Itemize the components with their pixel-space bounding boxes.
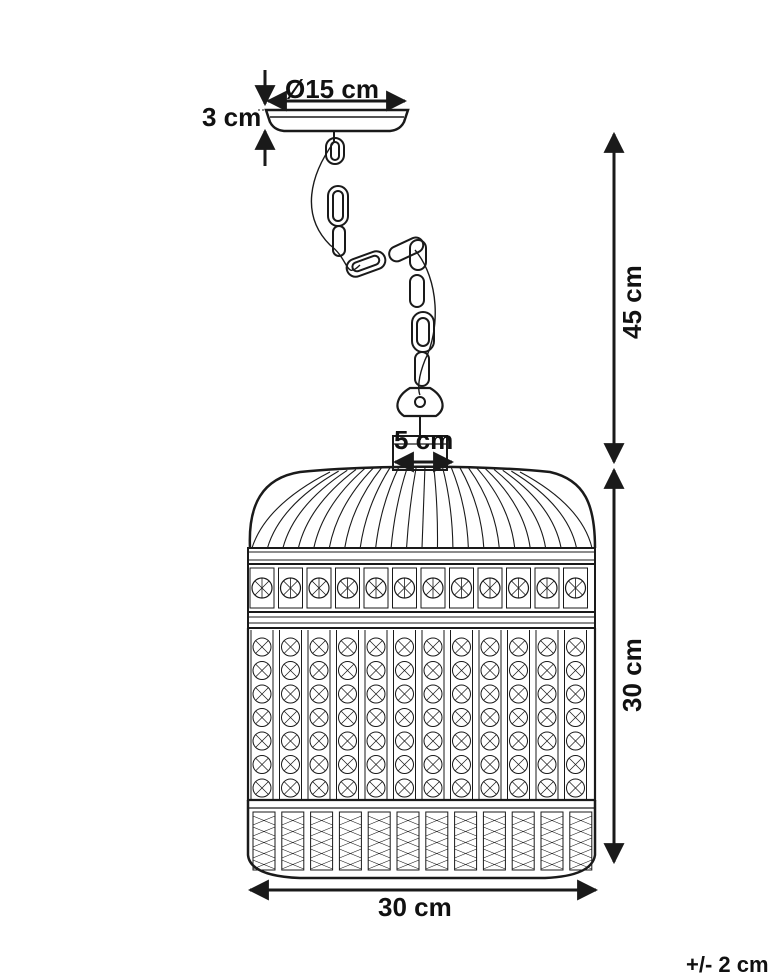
fitting-width-label: 5 cm bbox=[394, 425, 453, 455]
canopy-diameter-label: Ø15 cm bbox=[285, 74, 379, 104]
shade-width-label: 30 cm bbox=[378, 892, 452, 922]
shade-height-label: 30 cm bbox=[617, 638, 647, 712]
shade-bottom-band bbox=[246, 800, 597, 880]
shade-band-upper bbox=[247, 547, 596, 629]
canopy-height-label: 3 cm bbox=[202, 102, 261, 132]
chain-length-label: 45 cm bbox=[617, 265, 647, 339]
shade-dome bbox=[248, 465, 597, 549]
shade-body bbox=[246, 628, 597, 802]
chain bbox=[310, 137, 444, 440]
tolerance-note: +/- 2 cm bbox=[686, 952, 769, 977]
canopy-height-dimension bbox=[254, 70, 276, 166]
ceiling-canopy bbox=[264, 108, 410, 142]
